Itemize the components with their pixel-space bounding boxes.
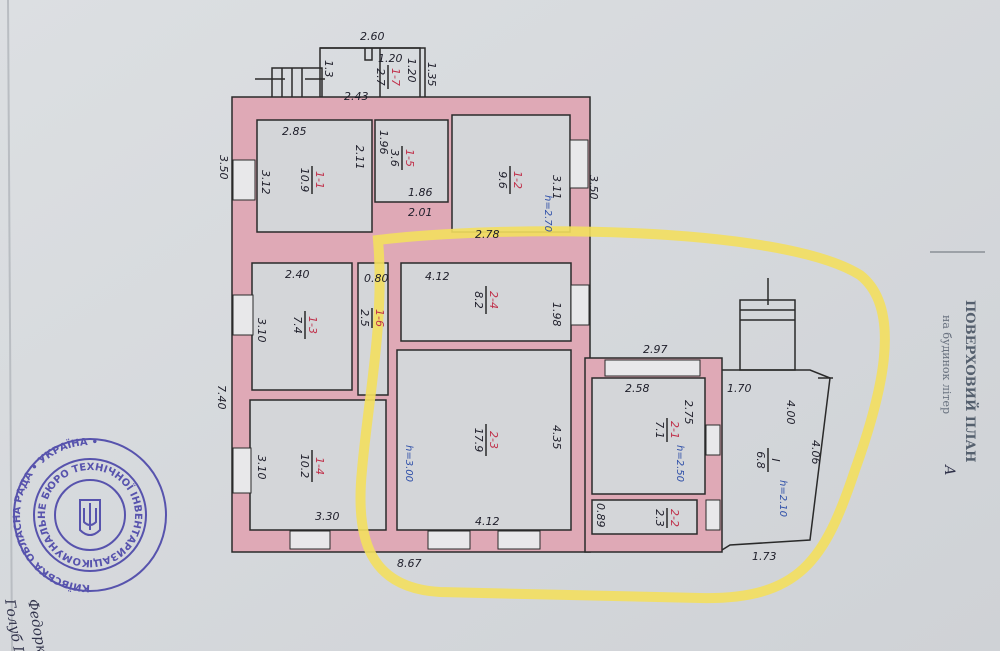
veranda-I bbox=[721, 278, 833, 551]
room-area: 10.9 bbox=[298, 168, 311, 193]
dimension: 2.58 bbox=[625, 382, 650, 395]
dimension: 2.78 bbox=[475, 228, 500, 241]
room-1-3 bbox=[251, 262, 353, 391]
dimension: 0.89 bbox=[594, 503, 607, 528]
dimension: 1.96 bbox=[377, 130, 390, 155]
dimension: 1.98 bbox=[550, 302, 563, 327]
dimension: 4.12 bbox=[425, 270, 450, 283]
room-id: 1-2 bbox=[511, 171, 524, 189]
height-label: h=2.50 bbox=[674, 445, 685, 482]
dimension: 3.10 bbox=[255, 455, 268, 480]
dimension: 1.20 bbox=[378, 52, 403, 65]
dimension: 1.3 bbox=[322, 60, 335, 78]
dimension: 1.73 bbox=[752, 550, 777, 563]
dimension: 3.10 bbox=[255, 318, 268, 343]
room-area: 3.6 bbox=[388, 149, 401, 167]
dimension: 4.12 bbox=[475, 515, 500, 528]
room-id: 1-6 bbox=[373, 309, 386, 327]
dimension: 2.43 bbox=[344, 90, 369, 103]
dimension: 4.00 bbox=[784, 400, 797, 425]
room-area: 10.2 bbox=[298, 454, 311, 479]
dimension: 2.85 bbox=[282, 125, 307, 138]
room-id: 2-3 bbox=[487, 431, 500, 449]
trident-emblem-icon bbox=[79, 499, 101, 536]
height-label: h=3.00 bbox=[403, 445, 414, 482]
dimension: 4.06 bbox=[809, 440, 822, 465]
dimension: 2.01 bbox=[408, 206, 433, 219]
room-id: I bbox=[769, 458, 782, 461]
room-id: 2-4 bbox=[487, 291, 500, 309]
dimension: 1.86 bbox=[408, 186, 433, 199]
room-area: 2.5 bbox=[358, 309, 371, 327]
room-labels: 1-110.9 1-29.6 1-53.6 1-72.7 1-37.4 1-62… bbox=[291, 65, 782, 528]
room-area: 6.8 bbox=[754, 451, 767, 469]
room-id: 1-4 bbox=[313, 457, 326, 475]
room-id: 1-1 bbox=[313, 171, 326, 189]
room-1-1 bbox=[256, 119, 373, 233]
document-title: ПОВЕРХОВИЙ ПЛАН bbox=[962, 300, 979, 462]
room-id: 1-5 bbox=[403, 149, 416, 167]
room-area: 9.6 bbox=[496, 171, 509, 189]
paper-fold bbox=[7, 0, 13, 651]
room-1-2 bbox=[451, 114, 571, 233]
room-area: 2.7 bbox=[374, 68, 387, 86]
dimension: 3.12 bbox=[259, 170, 272, 195]
room-id: 2-2 bbox=[668, 509, 681, 527]
dimension: 4.35 bbox=[550, 425, 563, 450]
room-area: 2.3 bbox=[653, 509, 666, 527]
dimension: 3.30 bbox=[315, 510, 340, 523]
room-area: 7.1 bbox=[653, 421, 666, 439]
room-1-5 bbox=[374, 119, 449, 203]
height-label: h=2.10 bbox=[777, 480, 788, 517]
document-subtitle: на будинок літер bbox=[940, 315, 953, 414]
dimension: 2.97 bbox=[643, 343, 668, 356]
room-2-1 bbox=[591, 377, 706, 495]
highlight-outline bbox=[355, 226, 890, 604]
room-id: 1-7 bbox=[389, 68, 402, 86]
dimension: 1.70 bbox=[727, 382, 752, 395]
building-letter: А bbox=[941, 464, 957, 476]
dimension: 1.35 bbox=[425, 62, 438, 87]
dimension: 7.40 bbox=[215, 385, 228, 410]
dimension: 0.80 bbox=[364, 272, 389, 285]
dimension: 8.67 bbox=[397, 557, 422, 570]
windows bbox=[232, 139, 721, 550]
room-id: 1-3 bbox=[306, 316, 319, 334]
dimension: 2.60 bbox=[360, 30, 385, 43]
dimension: 3.11 bbox=[550, 175, 563, 200]
dimension: 3.50 bbox=[587, 175, 600, 200]
room-2-2 bbox=[591, 499, 698, 535]
dimension: 2.11 bbox=[353, 145, 366, 170]
ceiling-heights: h=2.70 h=3.00 h=2.50 h=2.10 bbox=[403, 195, 788, 517]
dimension: 1.20 bbox=[405, 58, 418, 83]
room-id: 2-1 bbox=[668, 421, 681, 439]
dimension: 2.40 bbox=[285, 268, 310, 281]
dimension-labels: 2.60 1.20 1.20 1.35 1.3 2.43 2.85 3.50 3… bbox=[215, 30, 822, 570]
room-2-3 bbox=[396, 349, 572, 531]
height-label: h=2.70 bbox=[542, 195, 553, 232]
room-area: 8.2 bbox=[472, 291, 485, 309]
dimension: 2.75 bbox=[682, 400, 695, 425]
room-area: 17.9 bbox=[472, 428, 485, 453]
room-area: 7.4 bbox=[291, 316, 304, 334]
dimension: 3.50 bbox=[217, 155, 230, 180]
title-block: ПОВЕРХОВИЙ ПЛАН на будинок літер А bbox=[930, 251, 985, 476]
